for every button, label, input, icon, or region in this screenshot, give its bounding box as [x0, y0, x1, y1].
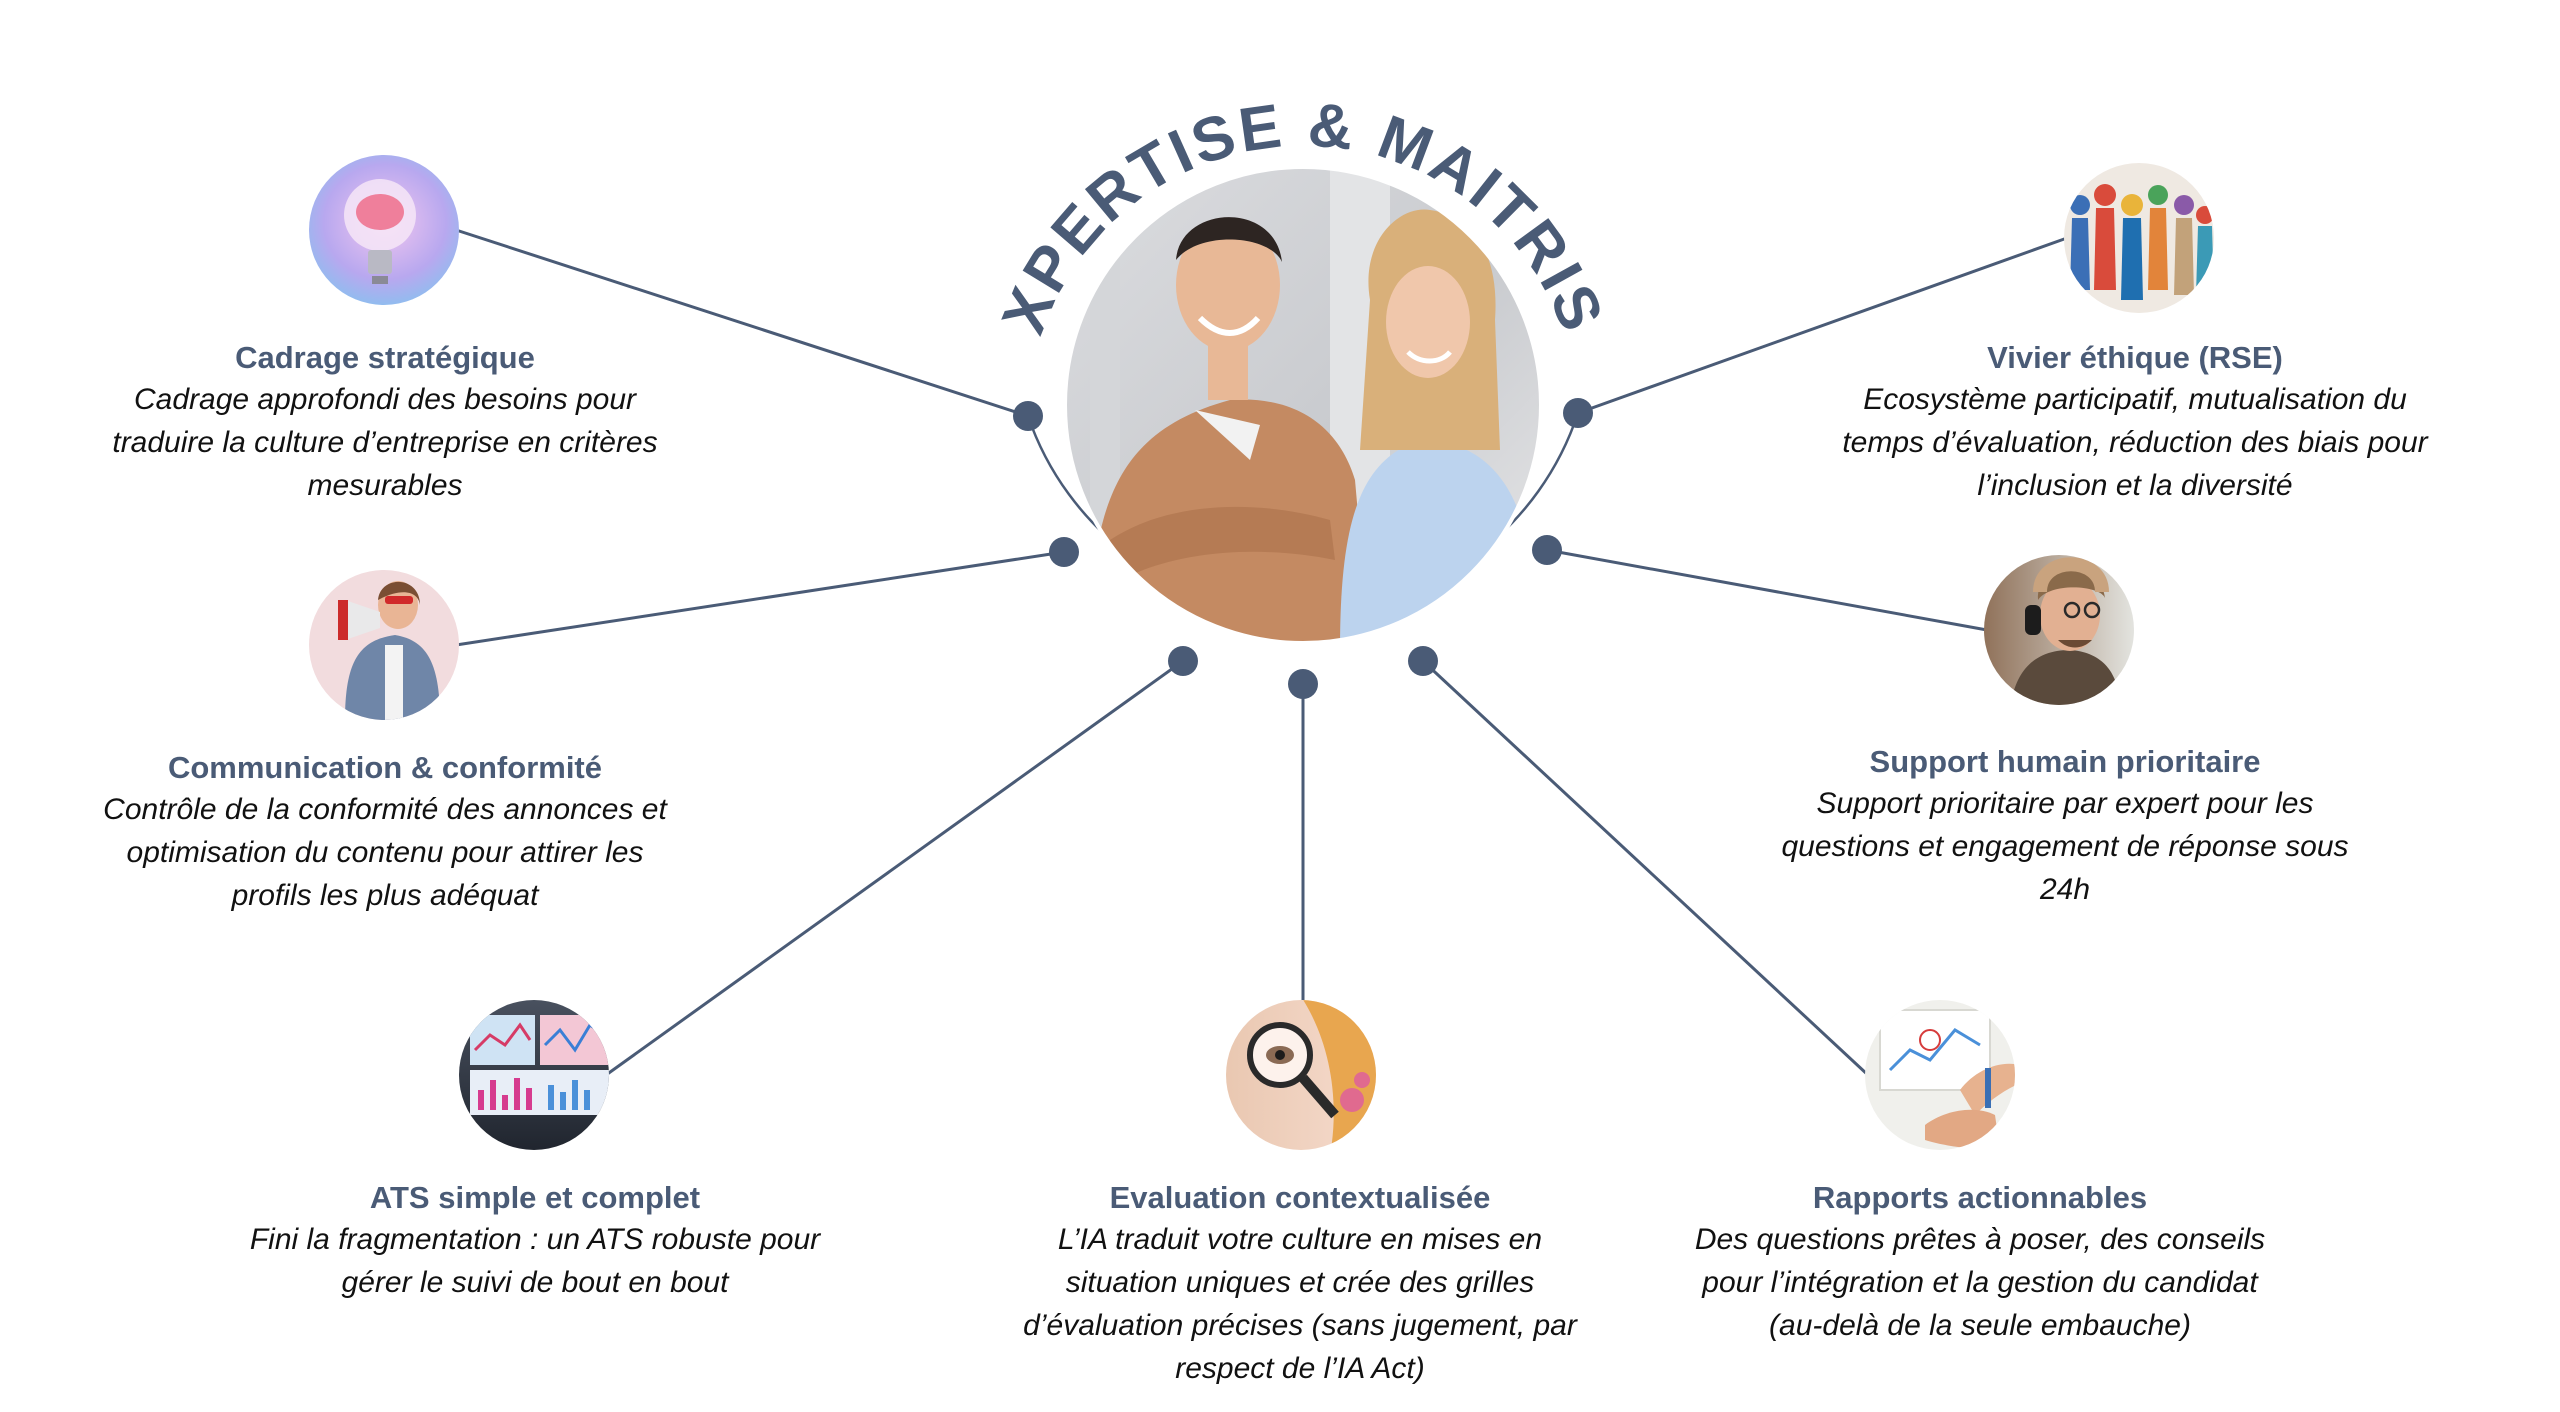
connector-support: [1546, 548, 1988, 632]
feature-title: ATS simple et complet: [369, 1180, 701, 1215]
megaphone-woman-icon: [309, 570, 459, 720]
connector-dot: [1563, 398, 1593, 428]
feature-description: Ecosystème participatif, mutualisation d…: [1842, 383, 2428, 502]
connector-dot: [1168, 646, 1198, 676]
feature-title: Evaluation contextualisée: [1109, 1180, 1491, 1215]
feature-rapports: Rapports actionnables Des questions prêt…: [1660, 1178, 2300, 1347]
lightbulb-brain-icon: [309, 155, 459, 305]
feature-support: Support humain prioritaire Support prior…: [1745, 742, 2385, 911]
connector-vivier: [1577, 236, 2068, 415]
analytics-screens-icon: [459, 1000, 609, 1150]
connector-dot: [1532, 535, 1562, 565]
feature-title: Communication & conformité: [167, 750, 602, 785]
headset-support-agent-icon: [1984, 555, 2134, 705]
feature-communication: Communication & conformité Contrôle de l…: [70, 748, 700, 917]
feature-title: Cadrage stratégique: [235, 340, 535, 375]
connector-dot: [1408, 646, 1438, 676]
feature-title: Vivier éthique (RSE): [1987, 340, 2283, 375]
connector-dot: [1013, 401, 1043, 431]
connector-dot: [1288, 669, 1318, 699]
feature-title: Support humain prioritaire: [1869, 744, 2261, 779]
feature-description: Fini la fragmentation : un ATS robuste p…: [249, 1223, 821, 1299]
feature-evaluation: Evaluation contextualisée L’IA traduit v…: [980, 1178, 1620, 1390]
feature-title: Rapports actionnables: [1812, 1180, 2148, 1215]
feature-cadrage: Cadrage stratégique Cadrage approfondi d…: [80, 338, 690, 507]
feature-description: Cadrage approfondi des besoins pour trad…: [112, 383, 658, 502]
report-whiteboard-icon: [1865, 1000, 2015, 1150]
feature-description: Des questions prêtes à poser, des consei…: [1694, 1223, 2266, 1342]
connector-cadrage: [455, 228, 1029, 418]
center-photo: [1065, 167, 1541, 643]
feature-vivier: Vivier éthique (RSE) Ecosystème particip…: [1805, 338, 2465, 507]
connector-communication: [455, 550, 1065, 647]
feature-description: Contrôle de la conformité des annonces e…: [103, 793, 667, 912]
magnifying-glass-eye-icon: [1226, 1000, 1376, 1150]
connector-rapports: [1421, 659, 1870, 1077]
feature-description: L’IA traduit votre culture en mises en s…: [1023, 1223, 1577, 1385]
diverse-figures-icon: [2064, 163, 2214, 313]
feature-description: Support prioritaire par expert pour les …: [1781, 787, 2349, 906]
connector-dot: [1049, 537, 1079, 567]
connector-ats: [605, 659, 1184, 1077]
feature-ats: ATS simple et complet Fini la fragmentat…: [205, 1178, 865, 1304]
